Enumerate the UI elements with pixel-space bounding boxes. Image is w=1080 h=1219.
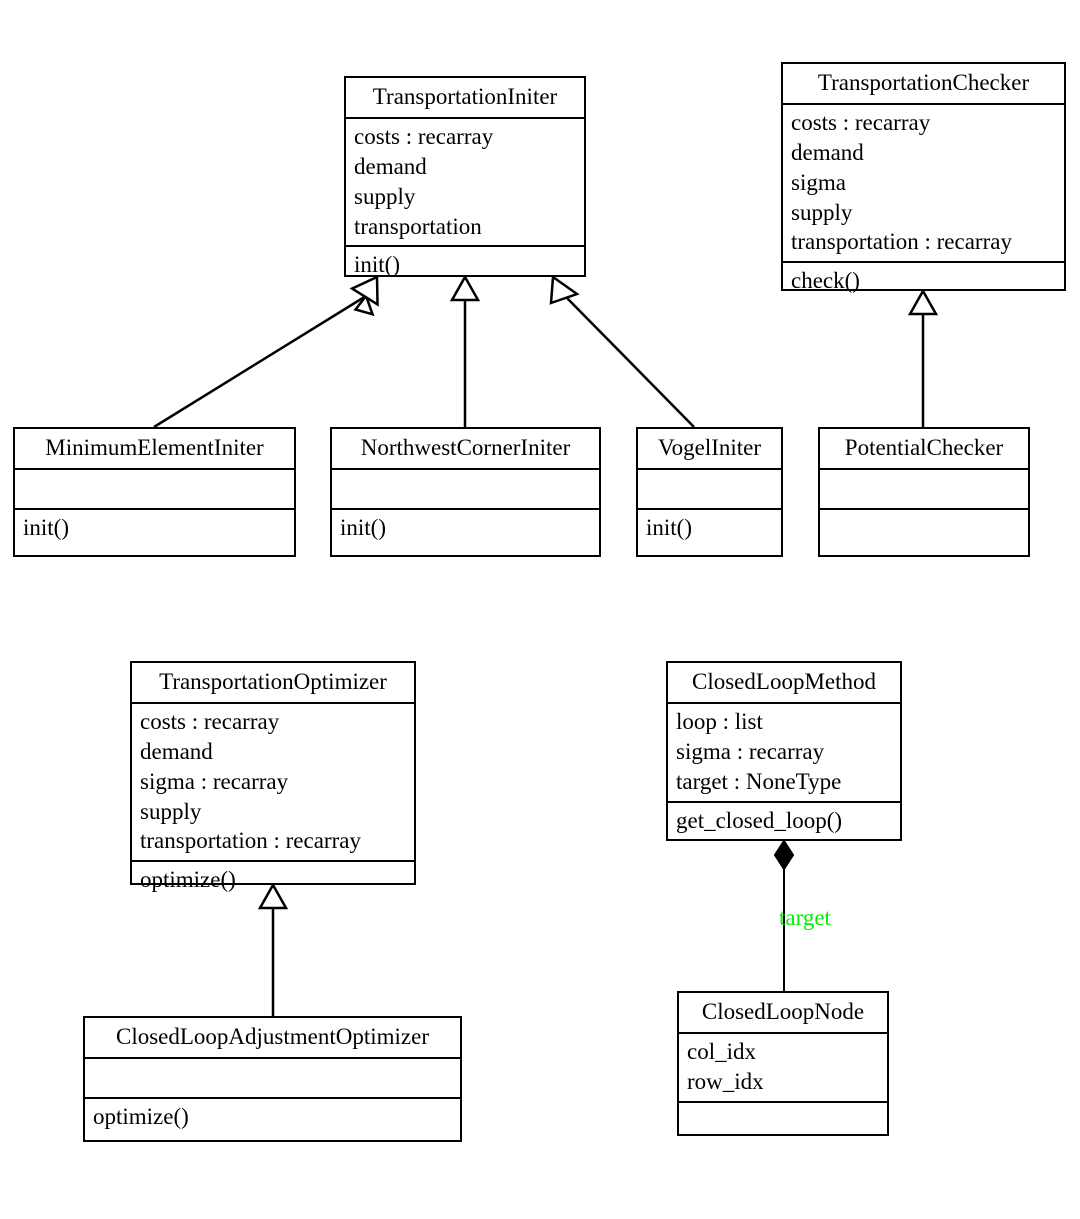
class-operations-transportation-initer: init() xyxy=(346,247,584,284)
class-attributes-potential-checker xyxy=(820,470,1028,510)
class-attributes-closed-loop-node: col_idx row_idx xyxy=(679,1034,887,1103)
class-operations-potential-checker xyxy=(820,510,1028,550)
class-name-closed-loop-adjustment-optimizer: ClosedLoopAdjustmentOptimizer xyxy=(85,1018,460,1059)
operation-item: init() xyxy=(23,514,69,540)
class-name-closed-loop-method: ClosedLoopMethod xyxy=(668,663,900,704)
class-name-vogel-initer: VogelIniter xyxy=(638,429,781,470)
class-name-northwest-corner-initer: NorthwestCornerIniter xyxy=(332,429,599,470)
attribute-item: target : NoneType xyxy=(676,768,842,794)
attribute-item: costs : recarray xyxy=(791,109,931,135)
attribute-item: transportation : recarray xyxy=(791,229,1012,255)
class-operations-minimum-element-initer: init() xyxy=(15,510,294,547)
class-box-transportation-initer[interactable]: TransportationIniter costs : recarray de… xyxy=(344,76,586,277)
class-operations-closed-loop-node xyxy=(679,1103,887,1143)
class-name-transportation-optimizer: TransportationOptimizer xyxy=(132,663,414,704)
operation-item: get_closed_loop() xyxy=(676,807,843,833)
attribute-item: demand xyxy=(354,153,427,179)
operation-item: check() xyxy=(791,268,860,294)
class-attributes-transportation-optimizer: costs : recarray demand sigma : recarray… xyxy=(132,704,414,863)
edge-potential-checker-to-transportation-checker xyxy=(907,288,939,427)
class-attributes-transportation-checker: costs : recarray demand sigma supply tra… xyxy=(783,105,1064,264)
class-attributes-closed-loop-method: loop : list sigma : recarray target : No… xyxy=(668,704,900,803)
class-box-closed-loop-adjustment-optimizer[interactable]: ClosedLoopAdjustmentOptimizer optimize() xyxy=(83,1016,462,1142)
class-name-transportation-initer: TransportationIniter xyxy=(346,78,584,119)
class-operations-closed-loop-adjustment-optimizer: optimize() xyxy=(85,1099,460,1136)
attribute-item: demand xyxy=(791,139,864,165)
attribute-item: supply xyxy=(354,183,416,209)
class-attributes-northwest-corner-initer xyxy=(332,470,599,510)
attribute-item: demand xyxy=(140,738,213,764)
class-attributes-minimum-element-initer xyxy=(15,470,294,510)
class-operations-closed-loop-method: get_closed_loop() xyxy=(668,803,900,840)
class-attributes-closed-loop-adjustment-optimizer xyxy=(85,1059,460,1099)
class-operations-vogel-initer: init() xyxy=(638,510,781,547)
attribute-item: supply xyxy=(791,199,853,225)
class-name-potential-checker: PotentialChecker xyxy=(820,429,1028,470)
attribute-item: transportation : recarray xyxy=(140,828,361,854)
attribute-item: sigma : recarray xyxy=(676,738,825,764)
operation-item: init() xyxy=(340,514,386,540)
edge-vogel-initer-to-transportation-initer xyxy=(549,274,695,428)
class-operations-transportation-optimizer: optimize() xyxy=(132,862,414,899)
operation-item: optimize() xyxy=(140,867,236,893)
class-name-closed-loop-node: ClosedLoopNode xyxy=(679,993,887,1034)
edge-northwest-corner-initer-to-transportation-initer xyxy=(449,274,481,427)
class-box-vogel-initer[interactable]: VogelIniter init() xyxy=(636,427,783,557)
operation-item: init() xyxy=(646,514,692,540)
attribute-item: costs : recarray xyxy=(140,708,280,734)
class-box-minimum-element-initer[interactable]: MinimumElementIniter init() xyxy=(13,427,296,557)
class-name-transportation-checker: TransportationChecker xyxy=(783,64,1064,105)
attribute-item: row_idx xyxy=(687,1068,764,1094)
class-box-northwest-corner-initer[interactable]: NorthwestCornerIniter init() xyxy=(330,427,601,557)
class-box-closed-loop-node[interactable]: ClosedLoopNode col_idx row_idx xyxy=(677,991,889,1136)
attribute-item: col_idx xyxy=(687,1038,756,1064)
attribute-item: costs : recarray xyxy=(354,123,494,149)
class-box-transportation-checker[interactable]: TransportationChecker costs : recarray d… xyxy=(781,62,1066,293)
class-name-minimum-element-initer: MinimumElementIniter xyxy=(15,429,294,470)
class-attributes-transportation-initer: costs : recarray demand supply transport… xyxy=(346,119,584,248)
class-box-transportation-optimizer[interactable]: TransportationOptimizer costs : recarray… xyxy=(130,661,416,892)
operation-item: init() xyxy=(354,252,400,278)
operation-item: optimize() xyxy=(93,1103,189,1129)
class-box-closed-loop-method[interactable]: ClosedLoopMethod loop : list sigma : rec… xyxy=(666,661,902,841)
attribute-item: sigma xyxy=(791,169,846,195)
class-operations-northwest-corner-initer: init() xyxy=(332,510,599,547)
attribute-item: sigma : recarray xyxy=(140,768,289,794)
attribute-item: supply xyxy=(140,798,202,824)
attribute-item: transportation xyxy=(354,213,482,239)
attribute-item: loop : list xyxy=(676,708,763,734)
edge-minimum-element-initer-to-transportation-initer xyxy=(153,275,379,429)
class-attributes-vogel-initer xyxy=(638,470,781,510)
edge-label-target: target xyxy=(779,905,831,930)
class-box-potential-checker[interactable]: PotentialChecker xyxy=(818,427,1030,557)
edge-closed-loop-adjustment-optimizer-to-transportation-optimizer xyxy=(257,882,289,1016)
class-operations-transportation-checker: check() xyxy=(783,263,1064,300)
